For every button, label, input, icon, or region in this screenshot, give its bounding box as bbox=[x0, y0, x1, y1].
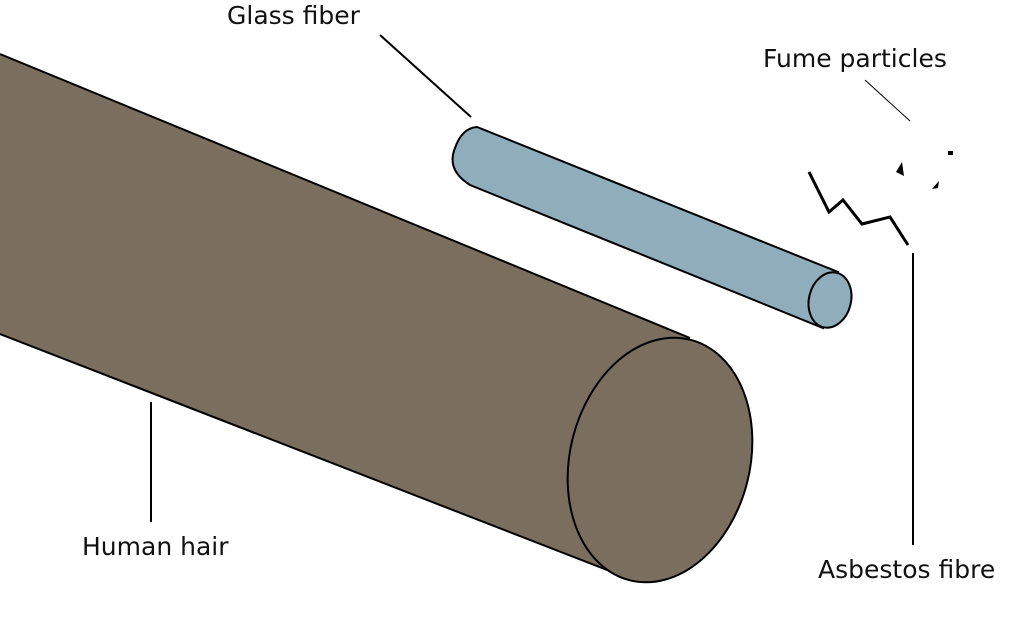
fume-particle bbox=[896, 162, 904, 176]
human-hair-top-edge bbox=[0, 53, 691, 339]
glass-fiber-body bbox=[451, 125, 840, 330]
asbestos-fibre-shape bbox=[807, 171, 910, 246]
human-hair-bottom-edge bbox=[0, 333, 639, 583]
human-hair-label: Human hair bbox=[82, 532, 229, 561]
human-hair-end-cap bbox=[566, 336, 754, 584]
human-hair-cylinder bbox=[0, 53, 754, 584]
glass-fiber-leader-line bbox=[379, 34, 472, 118]
glass-fiber-label: Glass fiber bbox=[227, 1, 360, 30]
fume-particles-leader-line bbox=[864, 79, 911, 122]
fume-particle bbox=[932, 181, 939, 189]
glass-fiber-cylinder bbox=[451, 125, 853, 330]
asbestos-fibre-label: Asbestos fibre bbox=[818, 555, 996, 584]
fume-particle bbox=[948, 151, 953, 155]
fume-particles-specks bbox=[896, 151, 953, 189]
glass-fiber-end-cap bbox=[807, 271, 853, 329]
fume-particles-label: Fume particles bbox=[763, 44, 947, 73]
human-hair-body bbox=[0, 54, 690, 582]
